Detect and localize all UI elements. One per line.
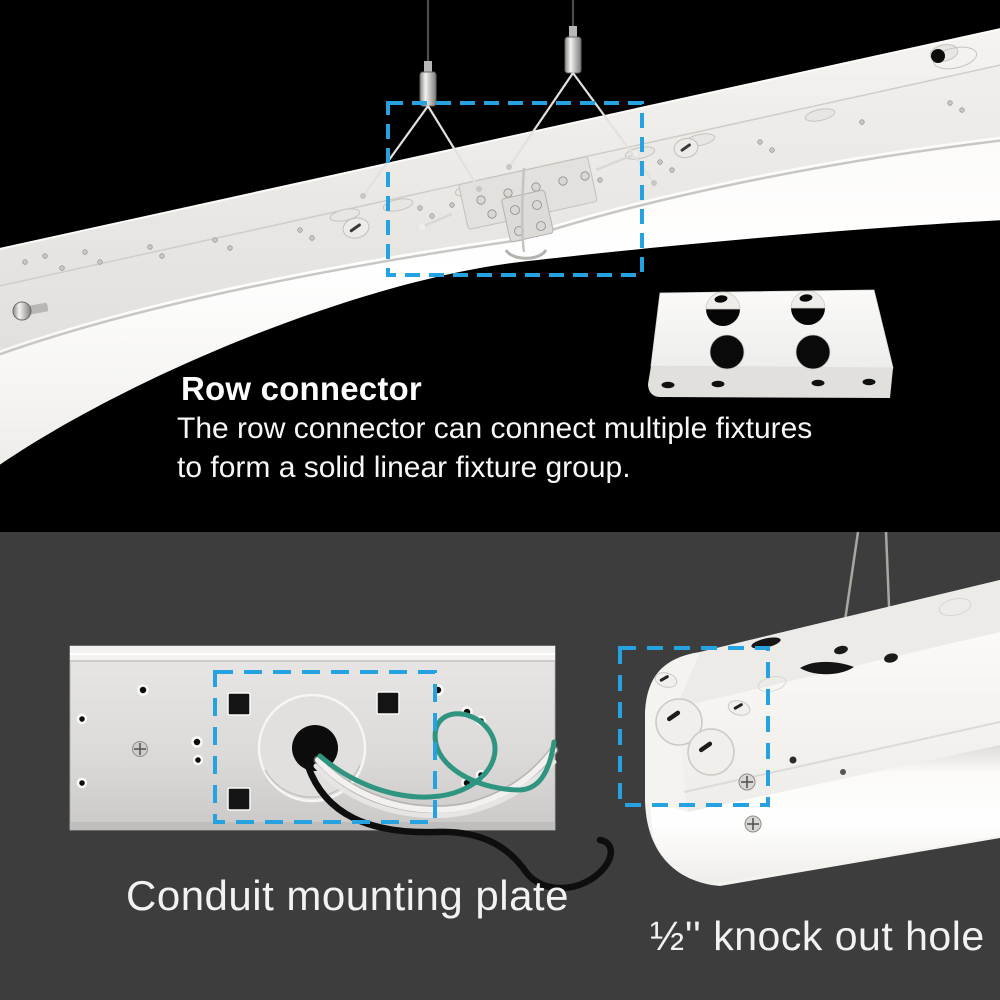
connector-notch-holes <box>705 290 826 326</box>
cable-gripper <box>419 71 437 107</box>
cable-gripper <box>564 36 582 74</box>
square-knockouts <box>227 691 400 811</box>
conduit-caption: Conduit mounting plate <box>126 872 569 919</box>
cable-gripper-nub <box>569 26 577 39</box>
white-wire-2 <box>313 759 557 819</box>
suspension-cables <box>360 0 657 199</box>
section-description-line2: to form a solid linear fixture group. <box>177 451 631 484</box>
fixture-back-edge-highlight <box>0 28 1000 250</box>
connector-big-hole <box>709 334 745 370</box>
fixture-top-face <box>0 29 1000 286</box>
fixture-joint-seam <box>520 167 526 253</box>
knockout-highlight-box <box>618 646 770 807</box>
connector-big-hole <box>795 334 831 370</box>
row-connector-part-image <box>648 289 894 398</box>
connector-front-holes <box>661 378 876 389</box>
section-description-line1: The row connector can connect multiple f… <box>177 412 813 445</box>
end-front-face <box>676 632 1000 812</box>
knockout-photo <box>618 531 1000 886</box>
cable-gripper-nub <box>424 61 432 74</box>
endcap-screws <box>738 773 762 833</box>
top-face-slots <box>751 597 972 775</box>
knockout-holes <box>654 672 751 776</box>
top-open-hole <box>931 49 945 63</box>
connector-plate-top <box>650 289 894 369</box>
section-heading: Row connector <box>181 370 422 407</box>
row-connector-highlight-box <box>386 101 644 277</box>
rivet-dots <box>22 100 965 271</box>
white-wire <box>315 747 557 813</box>
suspended-fixture-photo <box>0 0 1000 465</box>
connector-screws <box>476 171 590 219</box>
end-top-face <box>676 580 1000 708</box>
panel-screw <box>132 741 148 757</box>
green-wire <box>317 711 557 800</box>
row-connector-assembly <box>418 150 639 260</box>
conduit-plate-photo <box>69 645 614 892</box>
knockout-caption: ½'' knock out hole <box>650 913 985 959</box>
side-knockout-ovals <box>342 137 699 239</box>
end-bolt <box>12 301 49 321</box>
connector-plate-front <box>648 366 893 398</box>
conduit-highlight-box <box>213 670 437 824</box>
v-cables <box>362 72 655 197</box>
end-lens <box>650 745 1000 884</box>
